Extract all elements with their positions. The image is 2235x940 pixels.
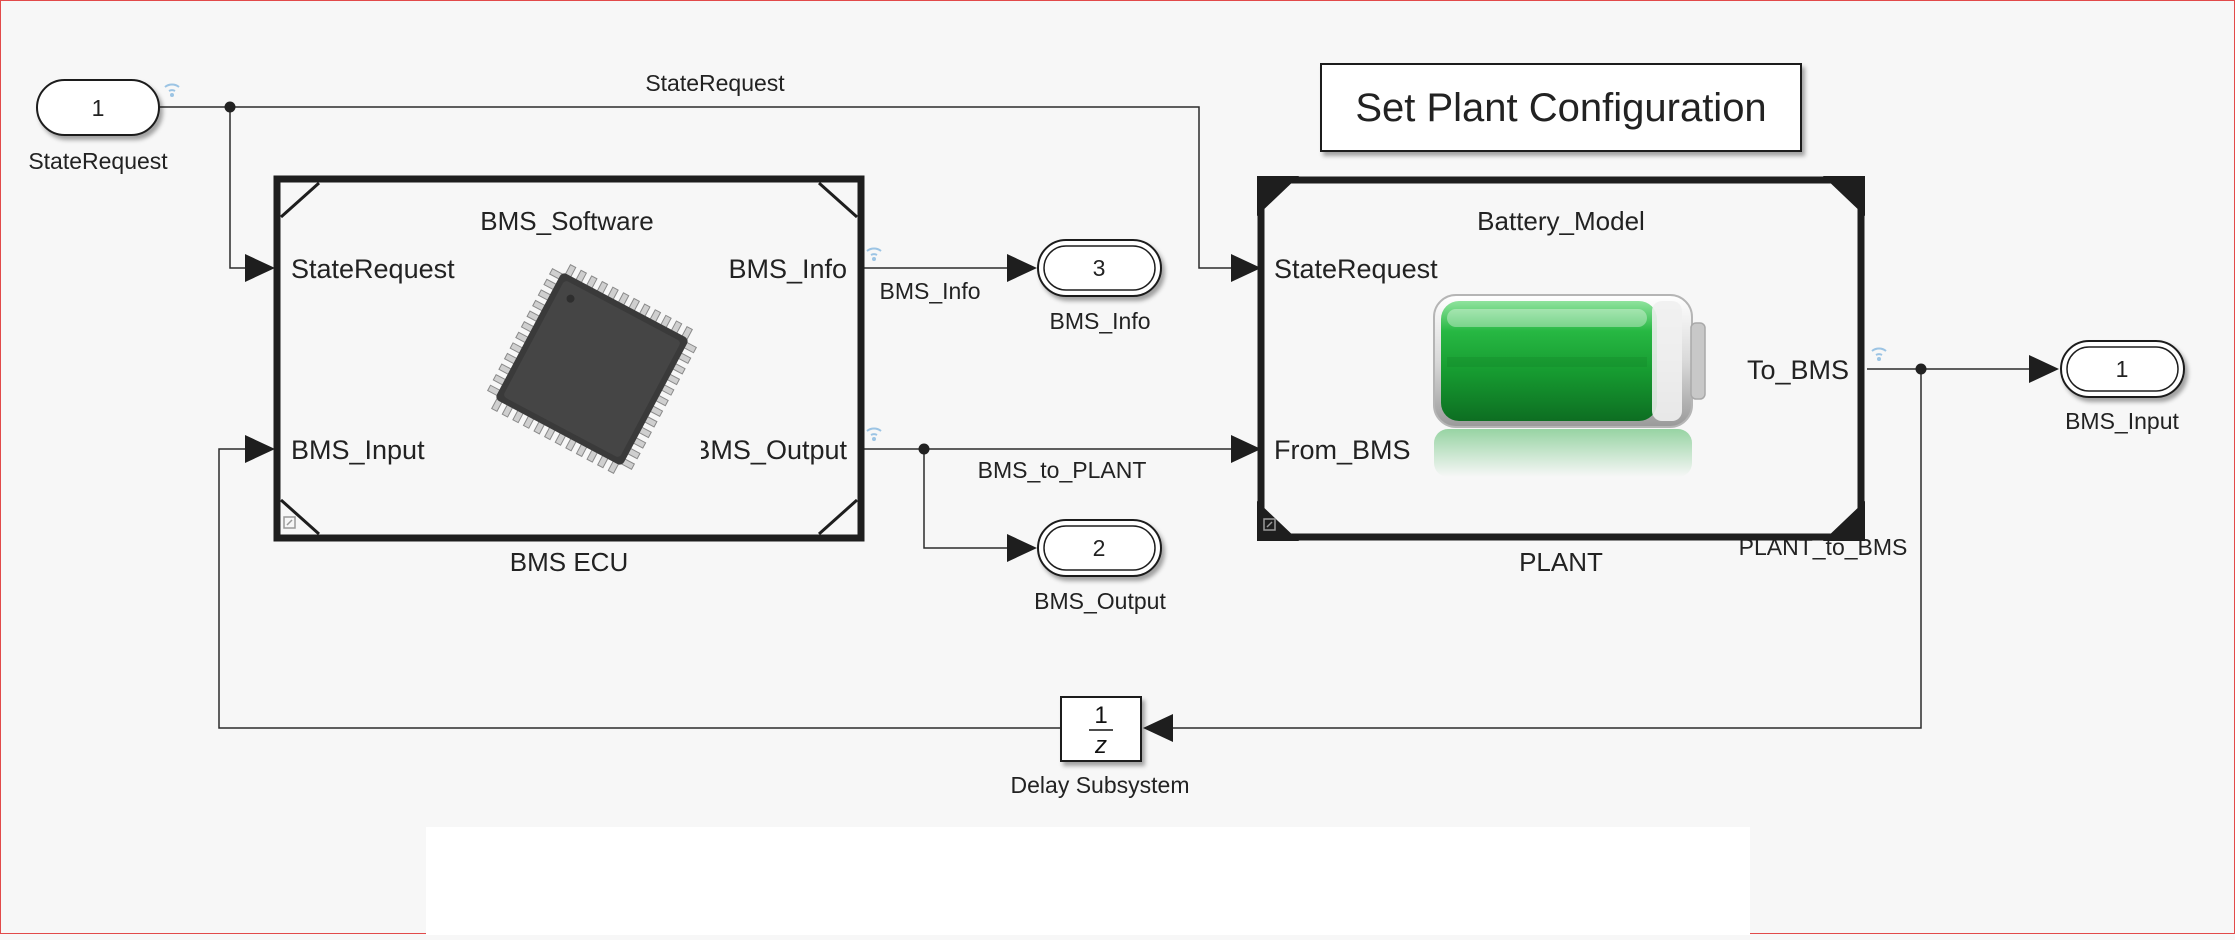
block-corner-marks — [1257, 176, 1865, 541]
port-label-clip: BMS_Output — [692, 435, 847, 465]
line-delay-feedback[interactable] — [218, 448, 1065, 729]
block-title: BMS_Software — [480, 206, 653, 236]
arrowhead — [1007, 534, 1037, 562]
line-plant-to-bms[interactable] — [1169, 369, 1922, 729]
outport-bms-input[interactable]: 1 BMS_Input — [2060, 340, 2185, 434]
delay-block[interactable]: 1 z Delay Subsystem — [1011, 696, 1190, 798]
line-staterequest-main[interactable] — [159, 106, 1237, 269]
battery-icon — [1433, 294, 1706, 477]
block-title: Battery_Model — [1477, 206, 1645, 236]
arrowhead — [245, 435, 275, 463]
signal-logging-icon[interactable] — [866, 427, 882, 441]
delay-numerator: 1 — [1094, 702, 1107, 729]
delay-denominator: z — [1094, 732, 1107, 759]
bms-ecu-block[interactable]: BMS_Software StateRequest BMS_Input BMS_… — [273, 175, 865, 577]
microchip-icon — [487, 263, 697, 474]
outport-number: 1 — [2116, 356, 2129, 382]
bottom-panel — [426, 827, 1750, 935]
block-name: PLANT — [1519, 547, 1603, 577]
port-label-from-bms: From_BMS — [1274, 435, 1411, 465]
signal-logging-icon[interactable] — [866, 247, 882, 261]
port-label-staterequest: StateRequest — [291, 254, 455, 284]
button-label: Set Plant Configuration — [1355, 86, 1766, 130]
arrowhead — [245, 254, 275, 282]
outport-name: BMS_Output — [1034, 588, 1166, 614]
inport-staterequest[interactable]: 1 StateRequest — [28, 79, 168, 174]
outport-bms-output[interactable]: 2 BMS_Output — [1034, 519, 1166, 614]
outport-bms-info[interactable]: 3 BMS_Info — [1037, 239, 1162, 334]
reference-badge-icon — [1263, 518, 1276, 531]
outport-name: BMS_Input — [2065, 408, 2179, 434]
arrowheads — [245, 254, 2059, 742]
branch-point — [224, 101, 236, 113]
plant-block[interactable]: Battery_Model StateRequest From_BMS To_B… — [1257, 176, 1865, 577]
arrowhead — [2029, 355, 2059, 383]
branch-point — [918, 443, 930, 455]
arrowhead — [1231, 435, 1261, 463]
line-bms-output-branch[interactable] — [923, 449, 1011, 549]
signal-label-staterequest: StateRequest — [645, 70, 785, 96]
delay-name: Delay Subsystem — [1011, 772, 1190, 798]
outport-number: 3 — [1093, 255, 1106, 281]
port-label-bms-output: BMS_Output — [692, 435, 847, 465]
arrowhead — [1231, 254, 1261, 282]
inport-name: StateRequest — [28, 148, 168, 174]
port-label-bms-input: BMS_Input — [291, 435, 425, 465]
port-label-bms-info: BMS_Info — [728, 254, 847, 284]
signal-logging-icon[interactable] — [164, 83, 180, 97]
port-label-to-bms: To_BMS — [1747, 355, 1849, 385]
outport-name: BMS_Info — [1050, 308, 1151, 334]
outport-number: 2 — [1093, 535, 1106, 561]
block-name: BMS ECU — [510, 547, 628, 577]
branch-point — [1915, 363, 1927, 375]
arrowhead — [1143, 714, 1173, 742]
set-plant-configuration-button[interactable]: Set Plant Configuration — [1320, 63, 1802, 152]
arrowhead — [1007, 254, 1037, 282]
block-corner-marks — [279, 181, 859, 536]
signal-label-bms-info: BMS_Info — [880, 278, 981, 304]
port-label-staterequest: StateRequest — [1274, 254, 1438, 284]
inport-number: 1 — [92, 95, 105, 121]
signal-logging-icon[interactable] — [1871, 347, 1887, 361]
line-staterequest-branch[interactable] — [229, 107, 251, 269]
branch-points — [224, 101, 1927, 455]
reference-badge-icon — [283, 516, 296, 529]
signal-lines — [159, 106, 2031, 729]
signal-label-bms-to-plant: BMS_to_PLANT — [978, 457, 1147, 483]
